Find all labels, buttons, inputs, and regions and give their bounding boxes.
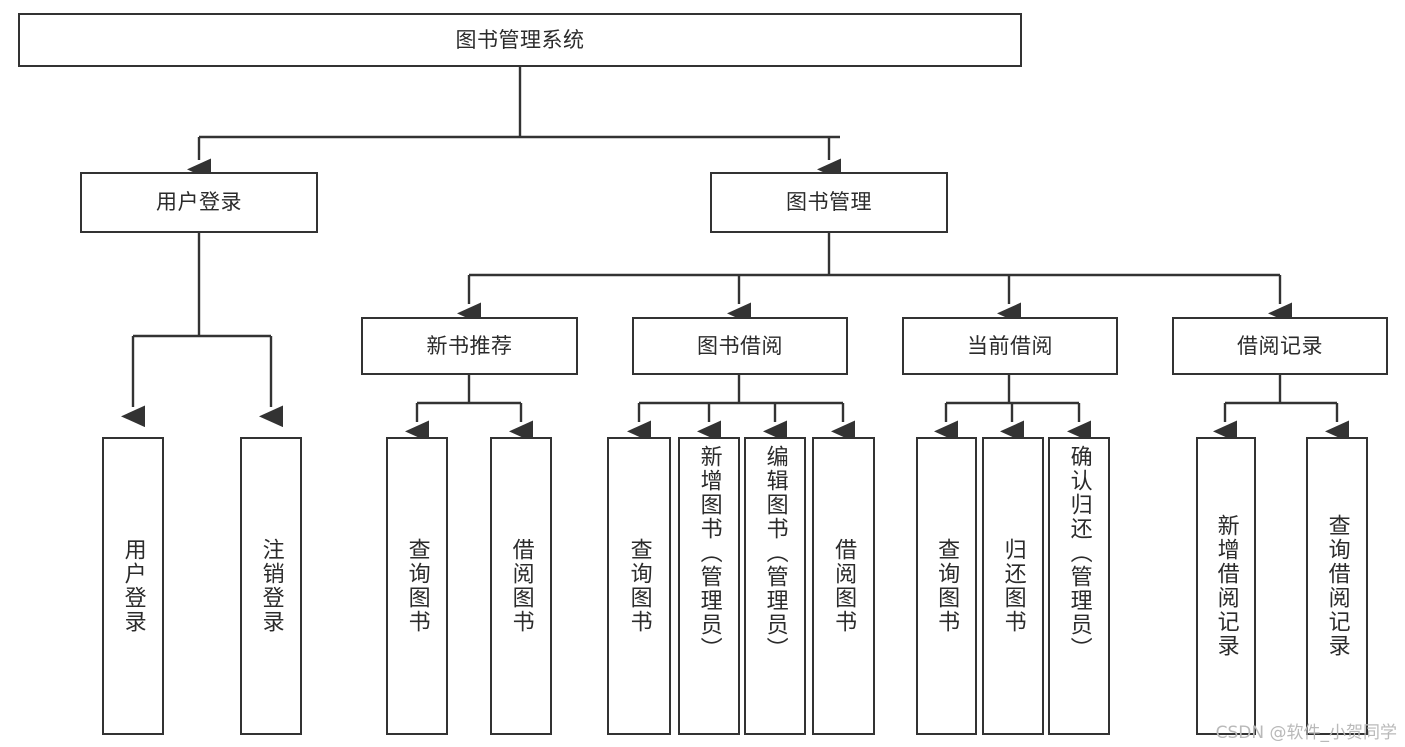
leaf-logout[interactable]: 注销登录: [240, 437, 302, 735]
node-root[interactable]: 图书管理系统: [18, 13, 1022, 67]
leaf-query-record[interactable]: 查询借阅记录: [1306, 437, 1368, 735]
leaf-add-book[interactable]: 新增图书（管理员）: [678, 437, 740, 735]
leaf-user-login[interactable]: 用户登录: [102, 437, 164, 735]
node-book-borrow[interactable]: 图书借阅: [632, 317, 848, 375]
leaf-add-record-label: 新增借阅记录: [1213, 514, 1239, 658]
leaf-add-book-label: 新增图书（管理员）: [696, 445, 722, 661]
node-user-login-label: 用户登录: [156, 190, 242, 215]
node-current-borrow[interactable]: 当前借阅: [902, 317, 1118, 375]
leaf-edit-book-label: 编辑图书（管理员）: [762, 445, 788, 661]
node-book-manage-label: 图书管理: [786, 190, 872, 215]
leaf-return-book[interactable]: 归还图书: [982, 437, 1044, 735]
node-new-book-recommend-label: 新书推荐: [426, 333, 513, 358]
node-borrow-record[interactable]: 借阅记录: [1172, 317, 1388, 375]
leaf-borrow-book-1[interactable]: 借阅图书: [490, 437, 552, 735]
leaf-query-book-1-label: 查询图书: [404, 538, 430, 634]
leaf-query-record-label: 查询借阅记录: [1324, 514, 1350, 658]
node-book-borrow-label: 图书借阅: [697, 333, 783, 358]
leaf-edit-book[interactable]: 编辑图书（管理员）: [744, 437, 806, 735]
leaf-borrow-book-1-label: 借阅图书: [508, 538, 534, 634]
csdn-watermark: CSDN @软件_小贺同学: [1215, 723, 1397, 743]
leaf-query-book-3[interactable]: 查询图书: [916, 437, 977, 735]
leaf-query-book-3-label: 查询图书: [934, 538, 960, 634]
node-user-login[interactable]: 用户登录: [80, 172, 318, 233]
leaf-user-login-label: 用户登录: [120, 538, 146, 634]
node-root-label: 图书管理系统: [455, 27, 585, 52]
node-borrow-record-label: 借阅记录: [1237, 333, 1323, 358]
leaf-return-book-label: 归还图书: [1000, 538, 1026, 634]
leaf-confirm-return[interactable]: 确认归还（管理员）: [1048, 437, 1110, 735]
node-new-book-recommend[interactable]: 新书推荐: [361, 317, 578, 375]
node-current-borrow-label: 当前借阅: [967, 333, 1053, 358]
leaf-query-book-2-label: 查询图书: [626, 538, 652, 634]
leaf-query-book-2[interactable]: 查询图书: [607, 437, 671, 735]
leaf-borrow-book-2[interactable]: 借阅图书: [812, 437, 875, 735]
leaf-query-book-1[interactable]: 查询图书: [386, 437, 448, 735]
leaf-add-record[interactable]: 新增借阅记录: [1196, 437, 1256, 735]
node-book-manage[interactable]: 图书管理: [710, 172, 948, 233]
leaf-confirm-return-label: 确认归还（管理员）: [1066, 445, 1092, 661]
leaf-logout-label: 注销登录: [258, 538, 284, 634]
leaf-borrow-book-2-label: 借阅图书: [831, 538, 857, 634]
